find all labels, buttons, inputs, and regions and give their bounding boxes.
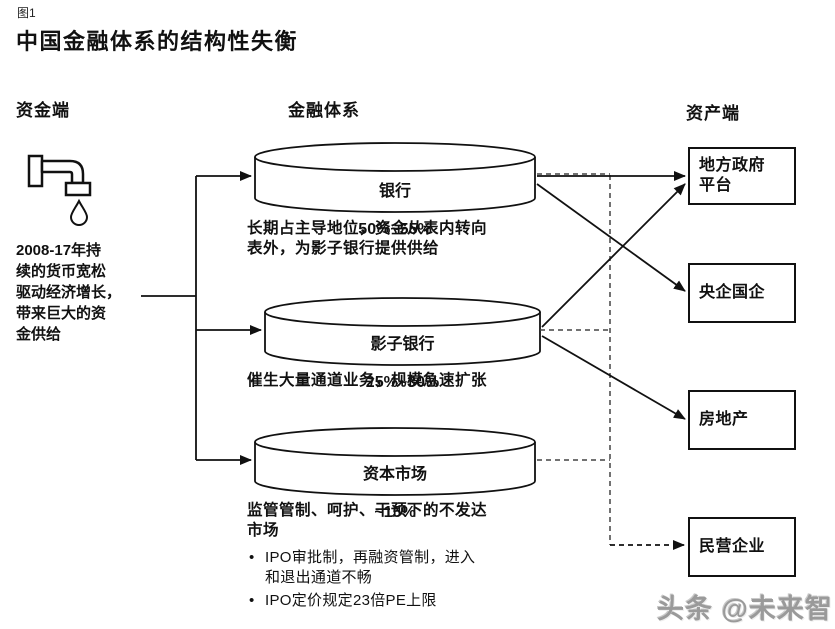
faucet-icon xyxy=(27,154,92,226)
arrow-shadow-realestate xyxy=(541,335,686,420)
cylinder-banks-label: 银行 50%~55% xyxy=(255,163,535,258)
column-header-financial-system: 金融体系 xyxy=(288,101,360,120)
funding-description: 2008-17年持 续的货币宽松 驱动经济增长， 带来巨大的资 金供给 xyxy=(16,242,122,343)
asset-box-central-soe: 央企国企 xyxy=(688,263,796,323)
figure-number: 图1 xyxy=(17,6,36,20)
bullet-text: IPO审批制，再融资管制，进入 和退出通道不畅 xyxy=(265,549,476,586)
banks-name: 银行 xyxy=(378,183,411,200)
asset-label: 央企国企 xyxy=(699,284,766,301)
capital-name: 资本市场 xyxy=(362,466,427,483)
column-header-funding: 资金端 xyxy=(16,101,70,120)
bullet-text: IPO定价规定23倍PE上限 xyxy=(265,592,437,609)
cylinder-banks xyxy=(254,142,536,213)
cylinder-capital-label: 资本市场 ~15% xyxy=(255,446,535,541)
shadow-name: 影子银行 xyxy=(370,336,435,353)
shadow-share: 25%~30% xyxy=(365,374,440,391)
cylinder-shadow-banks xyxy=(264,297,541,366)
banks-note: 长期占主导地位，资金从表内转向 表外，为影子银行提供供给 xyxy=(247,220,488,257)
bullet-icon: • xyxy=(249,549,255,566)
asset-box-local-government: 地方政府 平台 xyxy=(688,147,796,205)
arrow-banks-soe xyxy=(536,183,686,292)
bullet-icon: • xyxy=(249,592,255,609)
bullet-item-ipo-pricing: • IPO定价规定23倍PE上限 xyxy=(249,591,549,611)
asset-label: 民营企业 xyxy=(699,538,766,555)
shadow-note: 催生大量通道业务，规模急速扩张 xyxy=(247,372,488,389)
cylinder-capital-markets xyxy=(254,427,536,496)
arrow-shadow-localgov xyxy=(541,183,686,328)
cylinder-shadow-label: 影子银行 25%~30% xyxy=(265,316,540,411)
asset-label: 房地产 xyxy=(699,411,749,428)
asset-box-private-enterprise: 民营企业 xyxy=(688,517,796,577)
banks-share: 50%~55% xyxy=(358,221,432,238)
capital-share: ~15% xyxy=(374,504,416,521)
asset-label: 地方政府 平台 xyxy=(699,157,766,194)
watermark: 头条 @未来智库 xyxy=(657,594,833,624)
asset-box-real-estate: 房地产 xyxy=(688,390,796,450)
column-header-assets: 资产端 xyxy=(686,104,740,123)
bullet-item-ipo-approval: • IPO审批制，再融资管制，进入 和退出通道不畅 xyxy=(249,548,549,588)
capital-note: 监管管制、呵护、干预下的不发达 市场 xyxy=(247,502,488,539)
capital-bullet-list: • IPO审批制，再融资管制，进入 和退出通道不畅 • IPO定价规定23倍PE… xyxy=(249,548,549,614)
figure-title: 中国金融体系的结构性失衡 xyxy=(16,29,299,54)
